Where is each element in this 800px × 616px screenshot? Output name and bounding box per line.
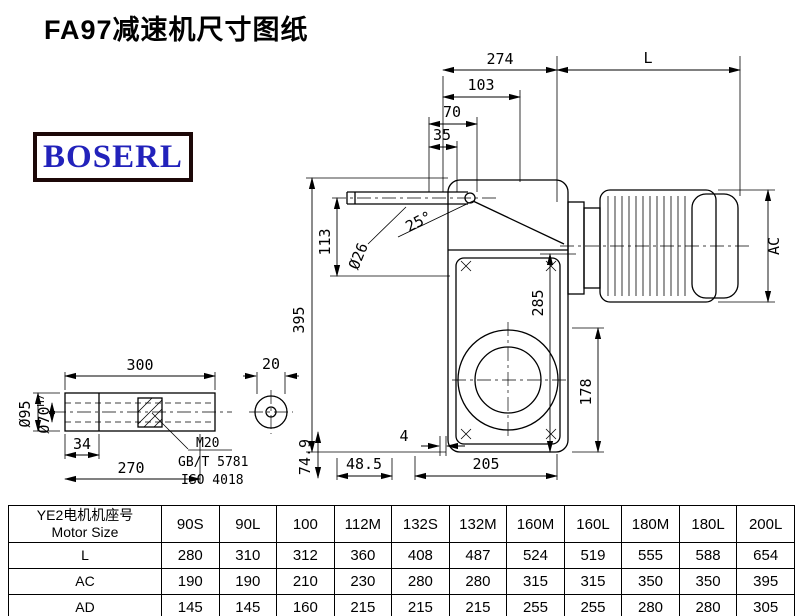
dim-34-label: 34 [73, 435, 91, 453]
dim-35-label: 35 [433, 126, 451, 144]
table-header-cell: 180M [621, 505, 680, 543]
table-cell: 215 [391, 594, 450, 616]
dim-300-label: 300 [126, 356, 153, 374]
dim-274-label: 274 [486, 50, 513, 68]
table-cell: 360 [333, 542, 393, 569]
table-cell: 315 [506, 568, 565, 595]
table-row-AD: AD 145 145 160 215 215 215 255 255 280 2… [8, 594, 795, 616]
dim-dia26-label: Ø26 [345, 240, 372, 272]
table-row-L: L 280 310 312 360 408 487 524 519 555 58… [8, 542, 795, 569]
note-gbt5781: GB/T 5781 [178, 455, 248, 470]
table-cell: 210 [276, 568, 335, 595]
table-cell: 190 [218, 568, 278, 595]
table-cell: 145 [161, 594, 220, 616]
row-label: AD [8, 594, 162, 616]
shaft-detail-labels: 300 20 Ø95 Ø70H7 34 270 74.9 M20 GB/T 57… [16, 355, 314, 488]
dim-395-label: 395 [290, 306, 308, 333]
table-header-cell: 160L [563, 505, 623, 543]
dimension-labels: 274 L 103 70 35 395 113 Ø26 25° 285 AC 1… [290, 49, 783, 473]
table-header-cell: 180L [678, 505, 738, 543]
bolt-marks [460, 260, 557, 440]
extension-lines [306, 56, 775, 480]
table-cell: 395 [736, 568, 795, 595]
dim-285-label: 285 [529, 289, 547, 316]
table-cell: 408 [391, 542, 450, 569]
table-cell: 350 [621, 568, 680, 595]
dim-25deg-label: 25° [403, 207, 435, 235]
output-shaft [346, 191, 468, 205]
table-header-cn: YE2电机机座号 [36, 507, 134, 523]
centerlines [52, 197, 752, 440]
table-cell: 255 [506, 594, 565, 616]
dim-178-label: 178 [577, 378, 595, 405]
table-cell: 305 [736, 594, 795, 616]
note-iso4018: ISO 4018 [181, 473, 244, 488]
dim-dia70h7-label: Ø70H7 [35, 394, 53, 433]
shaft-detail-outline [64, 392, 288, 432]
dim-dia95-label: Ø95 [16, 400, 34, 427]
table-cell: 230 [333, 568, 393, 595]
table-cell: 519 [563, 542, 623, 569]
dim-74-9-label: 74.9 [296, 439, 314, 475]
dim-103-label: 103 [467, 76, 494, 94]
dim-70-label: 70 [443, 103, 461, 121]
shaft-detail-hidden-lines [65, 402, 215, 423]
dim-20-label: 20 [262, 355, 280, 373]
table-cell: 487 [448, 542, 508, 569]
boserl-logo: BOSERL [33, 132, 193, 182]
table-cell: 310 [218, 542, 278, 569]
table-header-cell: 90L [218, 505, 278, 543]
row-label: L [8, 542, 162, 569]
motor-fins [607, 196, 686, 296]
table-header-cell: 90S [161, 505, 220, 543]
table-cell: 280 [621, 594, 680, 616]
table-header-en: Motor Size [51, 524, 119, 540]
table-cell: 145 [218, 594, 278, 616]
table-header-row: YE2电机机座号 Motor Size 90S 90L 100 112M 132… [8, 505, 795, 543]
table-cell: 190 [161, 568, 220, 595]
table-cell: 315 [563, 568, 623, 595]
table-row-AC: AC 190 190 210 230 280 280 315 315 350 3… [8, 568, 795, 595]
motor-outline [567, 189, 739, 303]
dim-205-label: 205 [472, 455, 499, 473]
shaft-detail-dim-lines [34, 372, 322, 483]
table-header-motor-size: YE2电机机座号 Motor Size [8, 505, 162, 543]
table-cell: 280 [161, 542, 220, 569]
table-cell: 350 [678, 568, 738, 595]
table-cell: 160 [276, 594, 335, 616]
table-header-cell: 160M [506, 505, 565, 543]
boserl-logo-text: BOSERL [43, 138, 183, 175]
table-cell: 280 [391, 568, 450, 595]
note-m20: M20 [196, 436, 219, 451]
table-header-cell: 112M [333, 505, 393, 543]
table-header-cell: 132M [448, 505, 508, 543]
dim-48-5-label: 48.5 [346, 455, 382, 473]
dim-4-label: 4 [399, 427, 408, 445]
page-title: FA97减速机尺寸图纸 [44, 15, 309, 45]
table-cell: 255 [563, 594, 623, 616]
table-cell: 524 [506, 542, 565, 569]
row-label: AC [8, 568, 162, 595]
size-table: YE2电机机座号 Motor Size 90S 90L 100 112M 132… [8, 505, 795, 616]
table-cell: 555 [621, 542, 680, 569]
table-cell: 280 [448, 568, 508, 595]
dim-113-label: 113 [316, 228, 334, 255]
table-cell: 312 [276, 542, 335, 569]
main-drawing: 274 L 103 70 35 395 113 Ø26 25° 285 AC 1… [16, 49, 783, 488]
gearbox-outline [447, 179, 569, 453]
dim-AC-label: AC [765, 237, 783, 255]
table-cell: 280 [678, 594, 738, 616]
table-header-cell: 200L [736, 505, 795, 543]
table-cell: 215 [333, 594, 393, 616]
shaft-detail-hatch [137, 397, 163, 428]
dimension-lines [308, 66, 772, 480]
table-cell: 654 [736, 542, 795, 569]
table-header-cell: 100 [276, 505, 335, 543]
table-cell: 588 [678, 542, 738, 569]
table-header-cell: 132S [391, 505, 450, 543]
dim-L-label: L [643, 49, 652, 67]
dim-270-label: 270 [117, 459, 144, 477]
table-cell: 215 [448, 594, 508, 616]
